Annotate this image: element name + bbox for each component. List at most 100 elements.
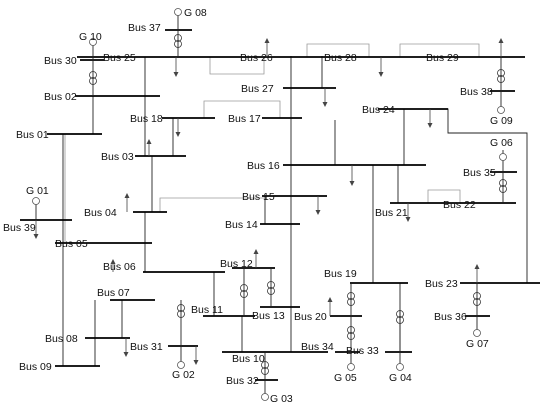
load-arrow-bus16 — [349, 165, 355, 186]
bus-label-36: Bus 36 — [434, 311, 467, 323]
load-arrows — [33, 38, 504, 365]
bus-label-01: Bus 01 — [16, 129, 49, 141]
load-arrow-bus08 — [123, 338, 129, 357]
bus-label-26: Bus 26 — [240, 52, 273, 64]
bus-label-23: Bus 23 — [425, 278, 458, 290]
bus-label-22: Bus 22 — [443, 199, 476, 211]
bus-label-35: Bus 35 — [463, 167, 496, 179]
bus-label-33: Bus 33 — [346, 345, 379, 357]
auxiliary-lines — [64, 43, 480, 243]
transformer-bus12 — [240, 268, 275, 316]
bus-label-07: Bus 07 — [97, 287, 130, 299]
load-arrow-bus03 — [146, 139, 152, 156]
bus-label-39: Bus 39 — [3, 222, 36, 234]
generator-units — [32, 8, 507, 401]
bus-label-24: Bus 24 — [362, 104, 395, 116]
bus-label-34: Bus 34 — [301, 341, 334, 353]
generator-g01-icon — [32, 197, 40, 205]
load-arrow-bus23 — [474, 264, 480, 283]
aux-bus26-bus25 — [209, 57, 265, 75]
aux-bus28-bus29 — [399, 43, 480, 57]
generator-g07-icon — [473, 329, 481, 337]
load-arrow-bus21 — [405, 203, 411, 222]
generator-label-g10: G 10 — [79, 31, 102, 43]
bus-label-04: Bus 04 — [84, 207, 117, 219]
generator-unit-g02 — [177, 300, 185, 369]
aux-bus21-bus22 — [427, 189, 461, 203]
load-arrow-bus27 — [322, 88, 328, 107]
generator-unit-g03 — [261, 352, 269, 401]
bus-label-11: Bus 11 — [191, 304, 223, 316]
generator-labels: G 08 G 10 G 01 G 09 G 06 G 07 G 02 G 03 … — [26, 7, 513, 405]
generator-unit-g04 — [396, 310, 404, 371]
bus-label-06: Bus 06 — [103, 261, 136, 273]
generator-unit-g09 — [497, 57, 505, 114]
generator-label-g05: G 05 — [334, 372, 357, 384]
load-arrow-bus39 — [33, 220, 39, 239]
generator-label-g06: G 06 — [490, 137, 513, 149]
bus-label-02: Bus 02 — [44, 91, 77, 103]
generator-g05-icon — [347, 363, 355, 371]
bus-label-13: Bus 13 — [252, 310, 285, 322]
bus-label-19: Bus 19 — [324, 268, 357, 280]
bus-label-29: Bus 29 — [426, 52, 459, 64]
bus-label-12: Bus 12 — [220, 258, 253, 270]
bus-label-10: Bus 10 — [232, 353, 265, 365]
load-arrow-bus31 — [193, 346, 199, 365]
generator-g08-icon — [174, 8, 182, 16]
aux-bus26-bus28 — [306, 43, 370, 57]
generator-unit-g08 — [174, 8, 182, 57]
bus-label-03: Bus 03 — [101, 151, 134, 163]
load-arrow-bus04 — [124, 193, 130, 212]
bus-labels: Bus 25 Bus 26 Bus 28 Bus 29 Bus 30 Bus 3… — [3, 22, 496, 387]
bus-label-38: Bus 38 — [460, 86, 493, 98]
generator-g03-icon — [261, 393, 269, 401]
bus-label-09: Bus 09 — [19, 361, 52, 373]
load-arrow-bus28 — [378, 57, 384, 77]
bus-label-20: Bus 20 — [294, 311, 327, 323]
generator-g09-icon — [497, 106, 505, 114]
bus-label-14: Bus 14 — [225, 219, 258, 231]
generator-unit-g10 — [89, 38, 97, 96]
generator-label-g02: G 02 — [172, 369, 195, 381]
generator-label-g01: G 01 — [26, 185, 49, 197]
generator-label-g09: G 09 — [490, 115, 513, 127]
load-arrow-bus18 — [175, 118, 181, 137]
bus-label-30: Bus 30 — [44, 55, 77, 67]
transmission-lines — [62, 56, 528, 366]
bus-label-17: Bus 17 — [228, 113, 261, 125]
line-bus24-bus23 — [438, 108, 528, 283]
load-arrow-bus24 — [427, 109, 433, 128]
generator-unit-g06 — [499, 150, 507, 203]
generator-label-g08: G 08 — [184, 7, 207, 19]
load-arrow-bus15 — [315, 196, 321, 215]
bus-label-16: Bus 16 — [247, 160, 280, 172]
generator-g04-icon — [396, 363, 404, 371]
aux-bus18-bus17 — [203, 100, 281, 118]
generator-label-g03: G 03 — [270, 393, 293, 405]
generator-g10-icon — [89, 38, 97, 46]
generator-g02-icon — [177, 361, 185, 369]
bus-bars — [20, 29, 540, 381]
bus-label-31: Bus 31 — [130, 341, 163, 353]
bus-label-18: Bus 18 — [130, 113, 163, 125]
load-arrow-bus25 — [173, 57, 179, 77]
load-arrow-bus29 — [498, 38, 504, 57]
bus-label-27: Bus 27 — [241, 83, 274, 95]
bus-label-37: Bus 37 — [128, 22, 161, 34]
generator-g06-icon — [499, 153, 507, 161]
generator-unit-g07 — [473, 283, 481, 337]
generator-unit-g05 — [347, 283, 355, 371]
bus-label-25: Bus 25 — [103, 52, 136, 64]
load-arrow-bus12 — [253, 249, 259, 268]
bus-label-28: Bus 28 — [324, 52, 357, 64]
generator-label-g04: G 04 — [389, 372, 412, 384]
aux-bus04-bus15 — [159, 197, 265, 212]
bus-label-32: Bus 32 — [226, 375, 259, 387]
load-arrow-bus20 — [327, 297, 333, 316]
bus-label-21: Bus 21 — [375, 207, 408, 219]
bus-label-08: Bus 08 — [45, 333, 78, 345]
generator-unit-g01 — [32, 197, 40, 220]
load-arrow-bus26 — [264, 38, 270, 57]
